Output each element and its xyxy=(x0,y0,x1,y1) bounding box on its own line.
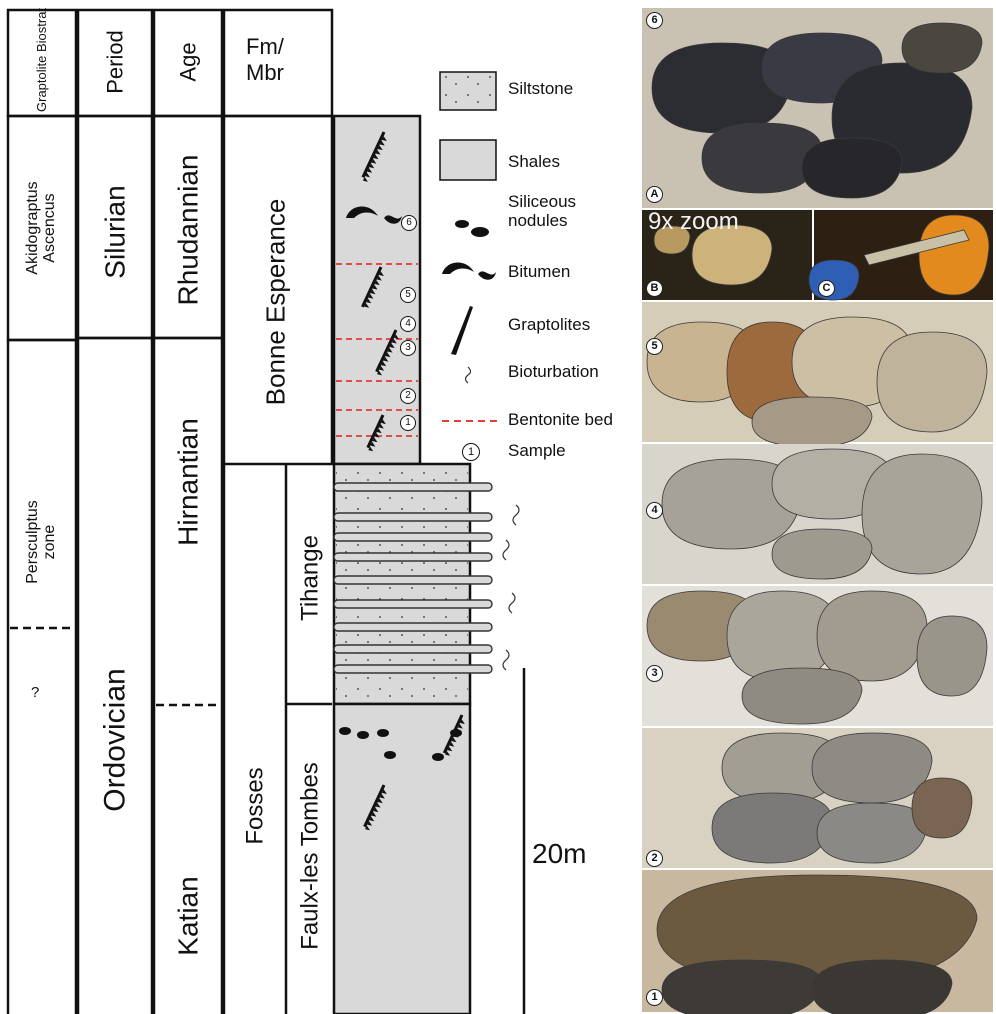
biostrat-lower: ? xyxy=(31,684,39,701)
formation-faulx: Faulx-les Tombes xyxy=(297,762,322,950)
legend-sample-symbol: 1 xyxy=(462,443,480,461)
siltstone-bed xyxy=(334,645,492,653)
photo-sample-5 xyxy=(642,302,993,442)
formation-fosses: Fosses xyxy=(242,767,267,844)
legend-siltstone: Siltstone xyxy=(508,80,573,99)
photo-label-a: A xyxy=(646,186,663,203)
legend-graptolites: Graptolites xyxy=(508,316,590,335)
photo-label-c: C xyxy=(818,280,835,297)
legend-symbols xyxy=(440,72,500,421)
photo-sample-c xyxy=(814,210,993,300)
period-upper: Silurian xyxy=(100,185,129,278)
formation-tihange: Tihange xyxy=(297,535,322,621)
siltstone-bed xyxy=(334,576,492,584)
photo-label-3: 3 xyxy=(646,665,663,682)
legend-shales: Shales xyxy=(508,153,560,172)
period-column xyxy=(78,10,152,1014)
photo-sample-6 xyxy=(642,8,993,208)
sample-marker-5: 5 xyxy=(400,287,416,303)
sample-marker-2: 2 xyxy=(400,388,416,404)
age-lower: Katian xyxy=(173,876,202,955)
age-upper: Rhudannian xyxy=(173,154,202,305)
legend-bentonite: Bentonite bed xyxy=(508,411,613,430)
header-fm: Fm/ Mbr xyxy=(246,34,316,87)
header-period: Period xyxy=(103,30,126,94)
header-age: Age xyxy=(176,42,199,81)
lithology-column xyxy=(334,116,470,1014)
photo-label-4: 4 xyxy=(646,502,663,519)
photo-b-zoom-text: 9x zoom xyxy=(648,208,739,236)
siltstone-bed xyxy=(334,665,492,673)
legend-bioturbation: Bioturbation xyxy=(508,363,599,382)
age-middle: Hirnantian xyxy=(173,418,202,546)
sample-marker-6: 6 xyxy=(401,215,417,231)
sample-marker-1: 1 xyxy=(400,415,416,431)
photo-label-1: 1 xyxy=(646,989,663,1006)
sample-marker-3: 3 xyxy=(400,340,416,356)
header-biostrat: Graptolite Biostrat xyxy=(35,12,49,112)
photo-sample-3 xyxy=(642,586,993,726)
photo-label-b: B xyxy=(646,280,663,297)
period-lower: Ordovician xyxy=(99,668,131,811)
sample-marker-4: 4 xyxy=(400,316,416,332)
siltstone-bed xyxy=(334,483,492,491)
siltstone-bed xyxy=(334,533,492,541)
photo-label-2: 2 xyxy=(646,850,663,867)
formation-bonne: Bonne Esperance xyxy=(262,199,289,406)
siltstone-bed xyxy=(334,513,492,521)
siltstone-bed xyxy=(334,553,492,561)
legend-sample: Sample xyxy=(508,442,566,461)
biostrat-middle: Persculptus zone xyxy=(25,482,59,602)
scale-label: 20m xyxy=(532,838,586,870)
photo-sample-1 xyxy=(642,870,993,1012)
biostrat-upper: Akidograptus Ascencus xyxy=(25,158,59,298)
bioturbation-symbols xyxy=(503,505,519,670)
photo-label-5: 5 xyxy=(646,338,663,355)
legend-bitumen: Bitumen xyxy=(508,263,570,282)
siltstone-bed xyxy=(334,623,492,631)
siltstone-bed xyxy=(334,600,492,608)
photo-label-6: 6 xyxy=(646,12,663,29)
photo-sample-4 xyxy=(642,444,993,584)
legend-siliceous: Siliceous nodules xyxy=(508,193,598,230)
photo-sample-2 xyxy=(642,728,993,868)
